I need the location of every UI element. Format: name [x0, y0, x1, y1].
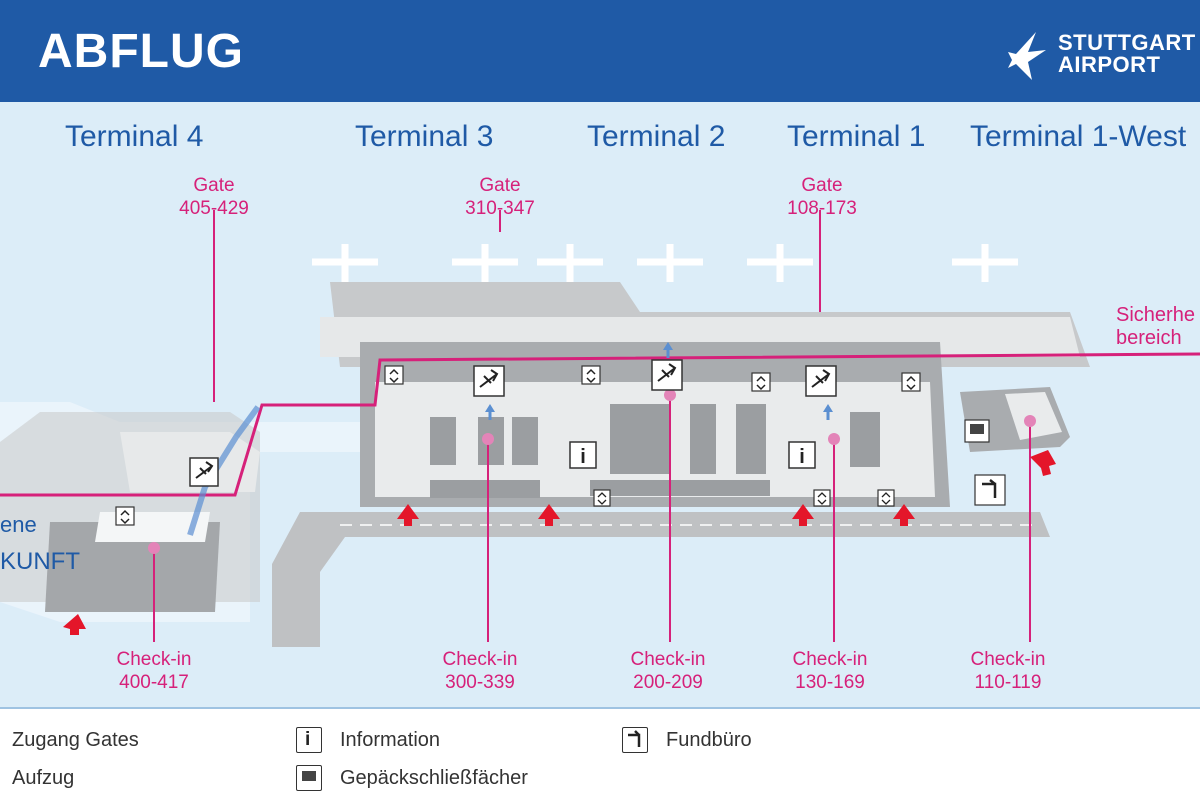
elevator-icon — [901, 372, 921, 392]
checkin-island — [736, 404, 766, 474]
checkin-island — [690, 404, 716, 474]
terminal-map: i i Termi — [0, 102, 1200, 707]
legend-information: Information — [340, 729, 441, 751]
lost-found-icon — [622, 727, 648, 753]
terminal-2-label: Terminal 2 — [587, 120, 726, 153]
logo-line-1: STUTTGART — [1058, 30, 1196, 55]
elevator-icon — [593, 489, 611, 507]
gate-label-terminal-4: Gate 405-429 — [179, 175, 249, 219]
security-area-label: Sicherhe bereich — [1116, 304, 1195, 349]
terminal-1-west-label: Terminal 1-West — [970, 120, 1187, 153]
arrival-level-label-line-1: ene — [0, 512, 37, 537]
checkin-label-terminal-1: Check-in 130-169 — [792, 649, 868, 693]
terminal-4-label: Terminal 4 — [65, 120, 204, 153]
parked-aircraft — [312, 244, 1018, 282]
access-road — [272, 512, 1050, 647]
terminal-4-block — [45, 522, 220, 612]
gate-label-terminal-1: Gate 108-173 — [787, 175, 857, 219]
terminal-1-label: Terminal 1 — [787, 120, 926, 153]
legend-elevator: Aufzug — [12, 767, 75, 789]
location-dots — [148, 389, 1036, 554]
airplane-icon — [473, 365, 505, 397]
header-bar: ABFLUG STUTTGART AIRPORT — [0, 0, 1200, 102]
checkin-label-terminal-2: Check-in 200-209 — [630, 649, 706, 693]
stuttgart-airport-logo: STUTTGART AIRPORT — [1006, 30, 1196, 82]
terminal-4-walkway-path — [187, 405, 261, 536]
logo-text: STUTTGART AIRPORT — [1058, 32, 1196, 76]
elevator-icon — [751, 372, 771, 392]
leader-lines — [153, 210, 1031, 642]
checkin-island — [512, 417, 538, 465]
direction-arrows — [485, 342, 833, 420]
information-icon: i — [296, 727, 322, 753]
elevator-icon — [877, 489, 895, 507]
arrival-level-label-line-2: KUNFT — [0, 548, 80, 575]
svg-text:i: i — [799, 446, 805, 468]
locker-icon — [964, 419, 990, 443]
information-icon: i — [788, 441, 816, 469]
legend-lockers: Gepäckschließfächer — [340, 767, 528, 789]
information-icon: i — [569, 441, 597, 469]
entrance-arrow-icon — [63, 450, 1056, 635]
checkin-label-terminal-3: Check-in 300-339 — [442, 649, 518, 693]
airplane-icon — [805, 365, 837, 397]
legend-gates-access: Zugang Gates — [12, 729, 139, 751]
elevator-icon — [384, 365, 404, 385]
terminal-3-label: Terminal 3 — [355, 120, 494, 153]
gate-label-terminal-3: Gate 310-347 — [465, 175, 535, 219]
terminal-1-west-hall — [1005, 392, 1062, 440]
terminal-floorplan: i i — [0, 210, 1200, 647]
elevator-icon — [813, 489, 831, 507]
locker-icon — [296, 765, 322, 791]
security-boundary-line — [0, 352, 1200, 497]
lost-found-icon — [974, 474, 1006, 506]
logo-line-2: AIRPORT — [1058, 52, 1161, 77]
page-title: ABFLUG — [38, 25, 244, 78]
airplane-icon — [651, 359, 683, 391]
checkin-island — [850, 412, 880, 467]
svg-text:i: i — [580, 446, 586, 468]
map-legend: Zugang Gates Aufzug i Information Gepäck… — [0, 707, 1200, 802]
checkin-island — [590, 480, 770, 496]
airplane-icon — [189, 457, 219, 487]
checkin-island — [610, 404, 670, 474]
checkin-label-terminal-1-west: Check-in 110-119 — [970, 649, 1046, 693]
checkin-label-terminal-4: Check-in 400-417 — [116, 649, 192, 693]
checkin-island — [430, 480, 540, 498]
checkin-island — [430, 417, 456, 465]
legend-lost-found: Fundbüro — [666, 729, 752, 751]
elevator-icon — [581, 365, 601, 385]
elevator-icon — [115, 506, 135, 526]
airport-logo-icon — [1008, 32, 1046, 80]
